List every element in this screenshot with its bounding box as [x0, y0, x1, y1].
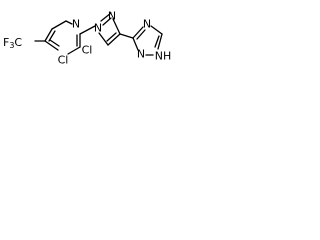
bond-pyr-6 — [44, 40, 59, 51]
triazole-nh-label: NH — [155, 50, 172, 63]
pyrazole-n-label: N — [94, 22, 102, 35]
cf3-suffix: C — [14, 36, 22, 49]
bond-pz-triazole — [119, 33, 134, 39]
bond-tz-2 — [150, 25, 163, 35]
cl-label-2: Cl — [58, 54, 69, 67]
bonds — [34, 12, 163, 56]
bond-pyr-2 — [51, 20, 67, 30]
pyrazole-n1-label: N — [108, 10, 116, 23]
triazole-n-bottom-label: N — [137, 48, 145, 61]
triazole-n-top-label: N — [143, 18, 151, 31]
bond-tz-4 — [132, 37, 139, 51]
bond-pyr-6-dbl — [49, 39, 60, 47]
bond-pz-1 — [100, 12, 112, 22]
bond-pyr-3 — [65, 20, 73, 25]
bond-pyr-pyrazole — [79, 25, 96, 35]
cl-label-1: Cl — [82, 44, 93, 57]
cf3-prefix: F — [3, 36, 9, 49]
bond-tz-1-dbl — [136, 29, 146, 40]
pyridine-n-label: N — [72, 18, 80, 31]
cf3-subscript: 3 — [9, 41, 14, 50]
cf3-label: F3C — [3, 36, 22, 50]
bond-pz-1-dbl — [102, 17, 112, 26]
bond-pz-3 — [107, 33, 121, 46]
bond-pz-2 — [112, 18, 121, 35]
bond-pz-3-dbl — [106, 32, 117, 42]
bond-pyr-5 — [67, 46, 81, 55]
chemical-structure: F3C N Cl Cl N N N N NH — [3, 10, 171, 67]
bond-tz-3 — [157, 33, 163, 50]
atom-labels: F3C N Cl Cl N N N N NH — [3, 10, 171, 67]
bond-tz-3-dbl — [154, 35, 160, 48]
bond-pz-4 — [98, 32, 109, 46]
bond-pyr-1 — [44, 28, 53, 42]
bond-pyr-1-dbl — [48, 30, 56, 42]
bond-tz-1 — [132, 26, 144, 39]
